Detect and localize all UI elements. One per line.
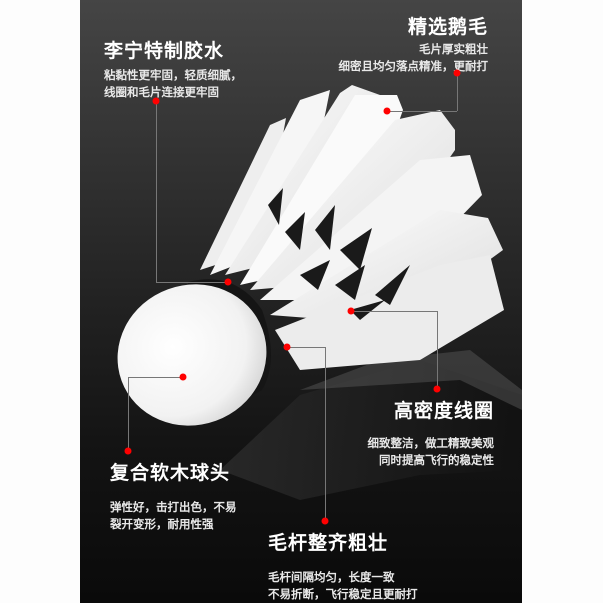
callout-title: 李宁特制胶水 xyxy=(104,40,225,62)
connector-cork-h xyxy=(128,377,183,378)
callout-thread: 高密度线圈 细致整洁，做工精致美观 同时提高飞行的稳定性 xyxy=(368,396,495,469)
callout-title: 高密度线圈 xyxy=(393,400,494,422)
marker-shaft-point xyxy=(283,343,291,351)
callout-feather: 精选鹅毛 毛片厚实粗壮 细密且均匀落点精准，更耐打 xyxy=(339,12,489,75)
marker-cork-label xyxy=(124,447,132,455)
callout-title: 毛杆整齐粗壮 xyxy=(268,532,389,554)
connector-feather-h xyxy=(387,111,457,112)
marker-shaft-label xyxy=(321,517,329,525)
connector-thread xyxy=(437,311,438,389)
callout-glue: 李宁特制胶水 粘黏性更牢固，轻质细腻， 线圈和毛片连接更牢固 xyxy=(104,36,242,101)
shuttlecock-illustration xyxy=(117,85,522,500)
connector-feather xyxy=(457,73,458,111)
connector-shaft xyxy=(325,347,326,521)
marker-feather-point xyxy=(383,107,391,115)
connector-glue xyxy=(156,101,157,282)
connector-glue-h xyxy=(156,282,228,283)
callout-desc-line: 毛杆间隔均匀，长度一致 xyxy=(268,570,395,584)
marker-glue-point xyxy=(224,278,232,286)
callout-title: 复合软木球头 xyxy=(110,462,231,484)
callout-desc-line: 毛片厚实粗壮 xyxy=(419,42,488,56)
callout-desc-line: 裂开变形，耐用性强 xyxy=(110,517,214,531)
callout-cork: 复合软木球头 弹性好，击打出色，不易 裂开变形，耐用性强 xyxy=(110,458,237,533)
connector-shaft-h xyxy=(287,347,325,348)
marker-thread-point xyxy=(347,307,355,315)
callout-desc-line: 细密且均匀落点精准，更耐打 xyxy=(338,59,489,73)
callout-desc-line: 弹性好，击打出色，不易 xyxy=(110,500,237,514)
callout-title: 精选鹅毛 xyxy=(407,16,488,38)
marker-cork-point xyxy=(179,373,187,381)
marker-thread-label xyxy=(433,385,441,393)
callout-desc-line: 同时提高飞行的稳定性 xyxy=(379,453,494,467)
callout-desc-line: 细致整洁，做工精致美观 xyxy=(367,436,495,450)
marker-glue-label xyxy=(152,97,160,105)
callout-shaft: 毛杆整齐粗壮 毛杆间隔均匀，长度一致 不易折断，飞行稳定且更耐打 xyxy=(268,528,418,603)
connector-cork xyxy=(128,377,129,451)
callout-desc-line: 线圈和毛片连接更牢固 xyxy=(104,85,219,99)
product-panel: 李宁特制胶水 粘黏性更牢固，轻质细腻， 线圈和毛片连接更牢固 精选鹅毛 毛片厚实… xyxy=(80,0,522,603)
connector-thread-h xyxy=(351,311,437,312)
callout-desc-line: 不易折断，飞行稳定且更耐打 xyxy=(268,587,418,601)
callout-desc-line: 粘黏性更牢固，轻质细腻， xyxy=(104,68,242,82)
marker-feather-label xyxy=(453,69,461,77)
